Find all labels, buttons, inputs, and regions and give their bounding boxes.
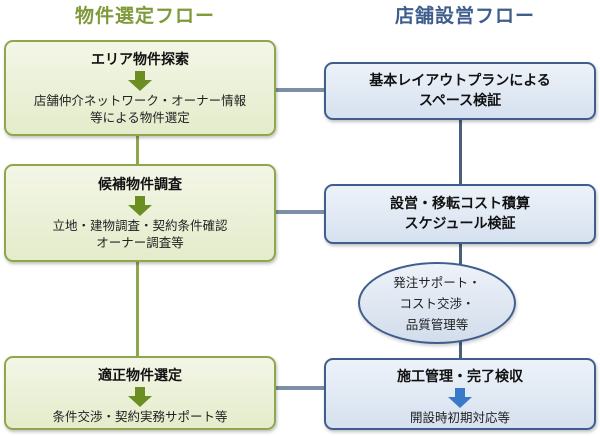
step-desc-line: 立地・建物調査・契約条件確認 <box>52 218 228 233</box>
ordering-support-ellipse: 発注サポート・ コスト交渉・ 品質管理等 <box>358 262 516 344</box>
connector-row-3 <box>276 386 324 390</box>
step-desc-line: オーナー調査等 <box>96 235 184 250</box>
down-arrow-icon <box>128 196 152 216</box>
step-title: 候補物件調査 <box>98 177 182 193</box>
step-desc-line: 開設時初期対応等 <box>409 410 510 425</box>
flow-step-layout-plan: 基本レイアウトプランによる スペース検証 <box>324 62 596 120</box>
step-title-line: スペース検証 <box>418 93 502 109</box>
step-title: 適正物件選定 <box>98 368 182 384</box>
flow-step-cost-estimate: 設営・移転コスト積算 スケジュール検証 <box>324 184 596 244</box>
connector-row-1 <box>276 88 324 92</box>
down-arrow-icon <box>128 71 152 91</box>
ellipse-line: 発注サポート・ <box>393 275 481 290</box>
step-title-line: スケジュール検証 <box>404 216 516 232</box>
ellipse-line: 品質管理等 <box>405 317 469 332</box>
flow-step-candidate-survey: 候補物件調査 立地・建物調査・契約条件確認 オーナー調査等 <box>4 164 276 262</box>
flow-step-final-selection: 適正物件選定 条件交渉・契約実務サポート等 <box>4 356 276 430</box>
step-title-line: 基本レイアウトプランによる <box>369 73 551 89</box>
step-title-line: 設営・移転コスト積算 <box>390 196 530 212</box>
down-arrow-icon <box>128 387 152 407</box>
left-column-title: 物件選定フロー <box>74 5 215 27</box>
flow-step-construction-management: 施工管理・完了検収 開設時初期対応等 <box>324 358 596 430</box>
step-title: 施工管理・完了検収 <box>397 369 523 385</box>
right-column-title: 店舗設営フロー <box>394 5 535 27</box>
step-desc-line: 条件交渉・契約実務サポート等 <box>52 409 228 424</box>
flow-step-area-search: エリア物件探索 店舗仲介ネットワーク・オーナー情報 等による物件選定 <box>4 40 276 136</box>
down-arrow-icon <box>448 388 472 408</box>
step-desc-line: 店舗仲介ネットワーク・オーナー情報 <box>33 93 247 108</box>
step-title: エリア物件探索 <box>91 52 189 68</box>
connector-row-2 <box>276 210 324 214</box>
ellipse-line: コスト交渉・ <box>399 296 475 311</box>
step-desc-line: 等による物件選定 <box>90 110 190 125</box>
